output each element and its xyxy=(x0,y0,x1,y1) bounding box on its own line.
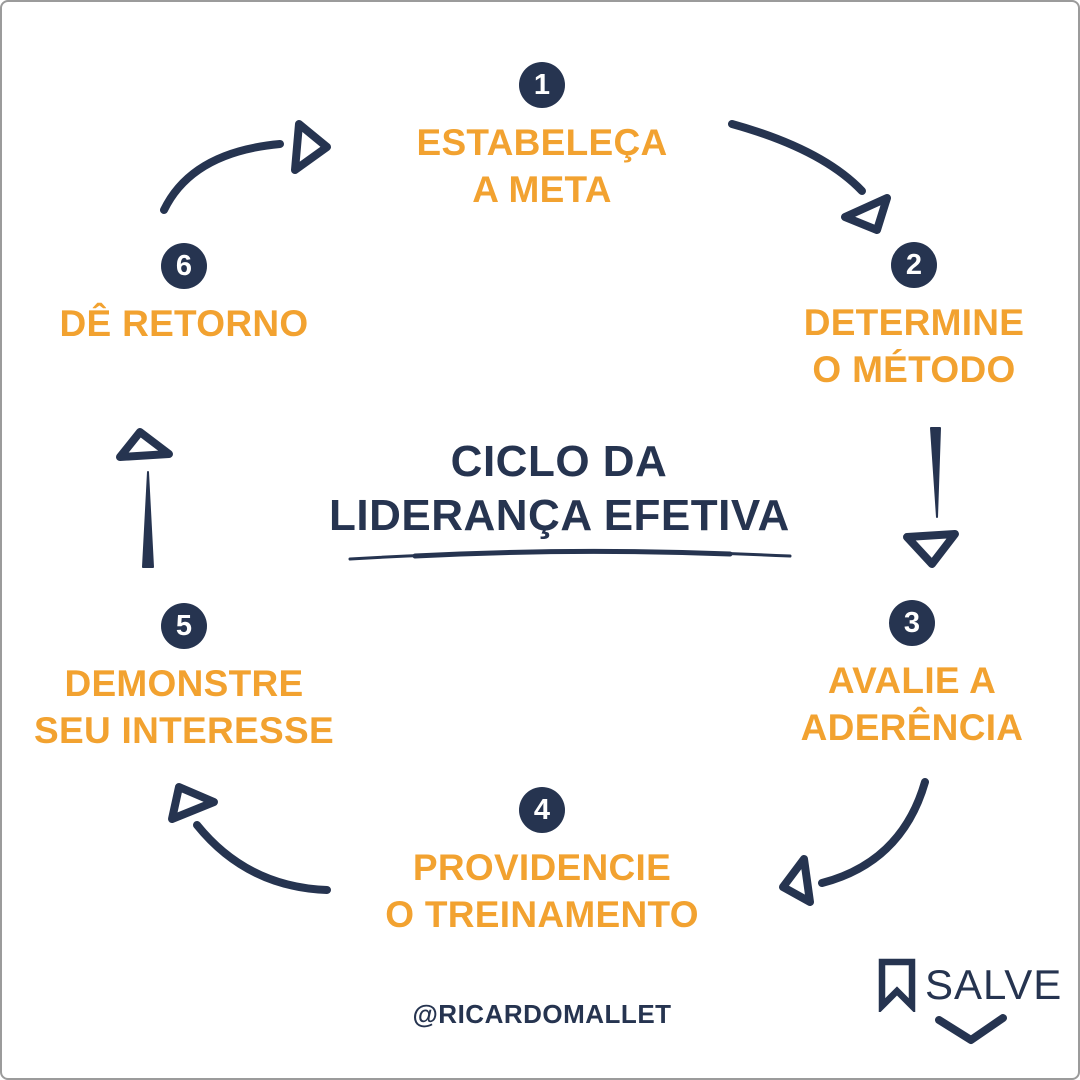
arrow-step1-to-step2-icon xyxy=(728,120,891,234)
step-4-label-line1: PROVIDENCIE xyxy=(412,847,672,888)
cycle-title-line2: LIDERANÇA EFETIVA xyxy=(329,491,790,540)
cycle-title-line1: CICLO DA xyxy=(450,437,668,486)
step-2-number-badge: 2 xyxy=(891,242,937,288)
step-1: 1 ESTABELEÇA A META xyxy=(352,62,732,213)
step-4-number-badge: 4 xyxy=(519,787,565,833)
step-5-label-line1: DEMONSTRE xyxy=(64,663,304,704)
step-6-number-badge: 6 xyxy=(161,243,207,289)
step-2: 2 DETERMINE O MÉTODO xyxy=(764,242,1064,393)
step-5-number-badge: 5 xyxy=(161,603,207,649)
save-label: SALVE xyxy=(925,961,1063,1008)
chevron-down-icon xyxy=(935,1014,1007,1044)
step-6-label-line1: DÊ RETORNO xyxy=(59,303,309,344)
step-2-label-line1: DETERMINE xyxy=(803,302,1025,343)
author-handle: @RICARDOMALLET xyxy=(412,999,672,1029)
step-1-number-badge: 1 xyxy=(519,62,565,108)
step-5-label-line2: SEU INTERESSE xyxy=(34,710,334,751)
step-4-label-line2: O TREINAMENTO xyxy=(385,894,699,935)
arrow-step3-to-step4-icon xyxy=(779,778,929,906)
step-3-number-badge: 3 xyxy=(889,600,935,646)
step-3: 3 AVALIE A ADERÊNCIA xyxy=(762,600,1062,751)
step-5: 5 DEMONSTRE SEU INTERESSE xyxy=(12,603,356,754)
step-6: 6 DÊ RETORNO xyxy=(12,243,356,347)
save-banner: SALVE xyxy=(878,958,1062,1012)
arrow-step4-to-step5-icon xyxy=(168,783,331,894)
step-3-label-line1: AVALIE A xyxy=(827,660,997,701)
cycle-title: CICLO DA LIDERANÇA EFETIVA xyxy=(329,435,789,543)
bookmark-icon xyxy=(878,958,916,1012)
arrow-step2-to-step3-icon xyxy=(903,427,959,568)
arrow-step6-to-step1-icon xyxy=(160,120,331,214)
step-1-label-line1: ESTABELEÇA xyxy=(416,122,668,163)
arrow-step5-to-step6-icon xyxy=(116,428,173,568)
step-1-label-line2: A META xyxy=(472,169,612,210)
step-4: 4 PROVIDENCIE O TREINAMENTO xyxy=(342,787,742,938)
title-underline-swoosh xyxy=(348,548,792,561)
step-2-label-line2: O MÉTODO xyxy=(812,349,1016,390)
step-3-label-line2: ADERÊNCIA xyxy=(800,707,1024,748)
